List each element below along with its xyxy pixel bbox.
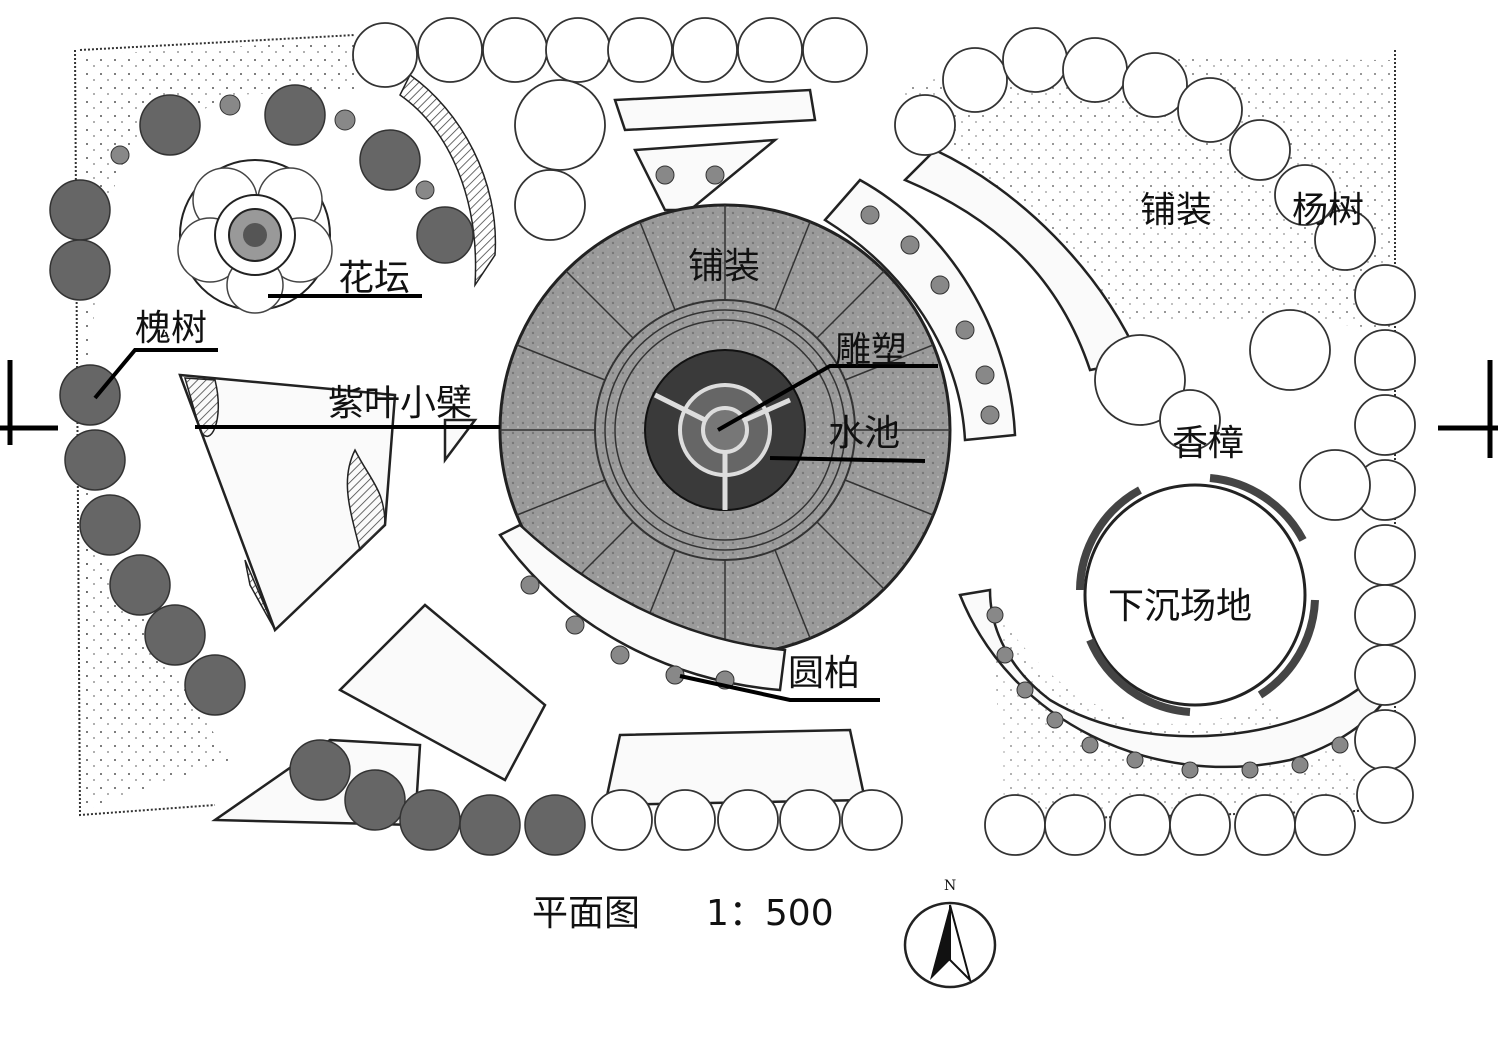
leader-lines: [93, 294, 938, 702]
label-juniper: 圆柏: [788, 653, 860, 694]
label-flower-bed: 花坛: [338, 258, 410, 299]
plan-title: 平面图: [532, 893, 640, 934]
label-pool: 水池: [828, 413, 900, 454]
barberry-bed: [178, 373, 478, 633]
flower-bed: [177, 159, 333, 314]
tree-row-outline: [352, 17, 1416, 856]
label-pagoda-tree: 槐树: [135, 308, 207, 349]
north-letter: N: [944, 878, 956, 894]
label-sculpture: 雕塑: [835, 330, 907, 371]
sunken-plaza: [958, 474, 1387, 769]
label-poplar: 杨树: [1292, 190, 1364, 231]
plaza-right-arc-bed: [498, 178, 1017, 692]
label-paving-center: 铺装: [688, 246, 760, 287]
label-camphor: 香樟: [1172, 423, 1244, 464]
plan-scale: 1：500: [706, 893, 834, 934]
label-barberry: 紫叶小檗: [328, 383, 472, 424]
central-plaza: [498, 203, 952, 657]
north-arrow-icon: N: [903, 878, 997, 989]
section-marker-left: [0, 360, 58, 445]
top-bed: [613, 88, 817, 212]
section-marker-right: [1438, 360, 1498, 458]
tree-row-filled: [49, 84, 1349, 856]
label-sunken-plaza: 下沉场地: [1108, 586, 1252, 627]
left-curved-hedge: [399, 73, 497, 288]
label-paving-right: 铺装: [1140, 190, 1212, 231]
